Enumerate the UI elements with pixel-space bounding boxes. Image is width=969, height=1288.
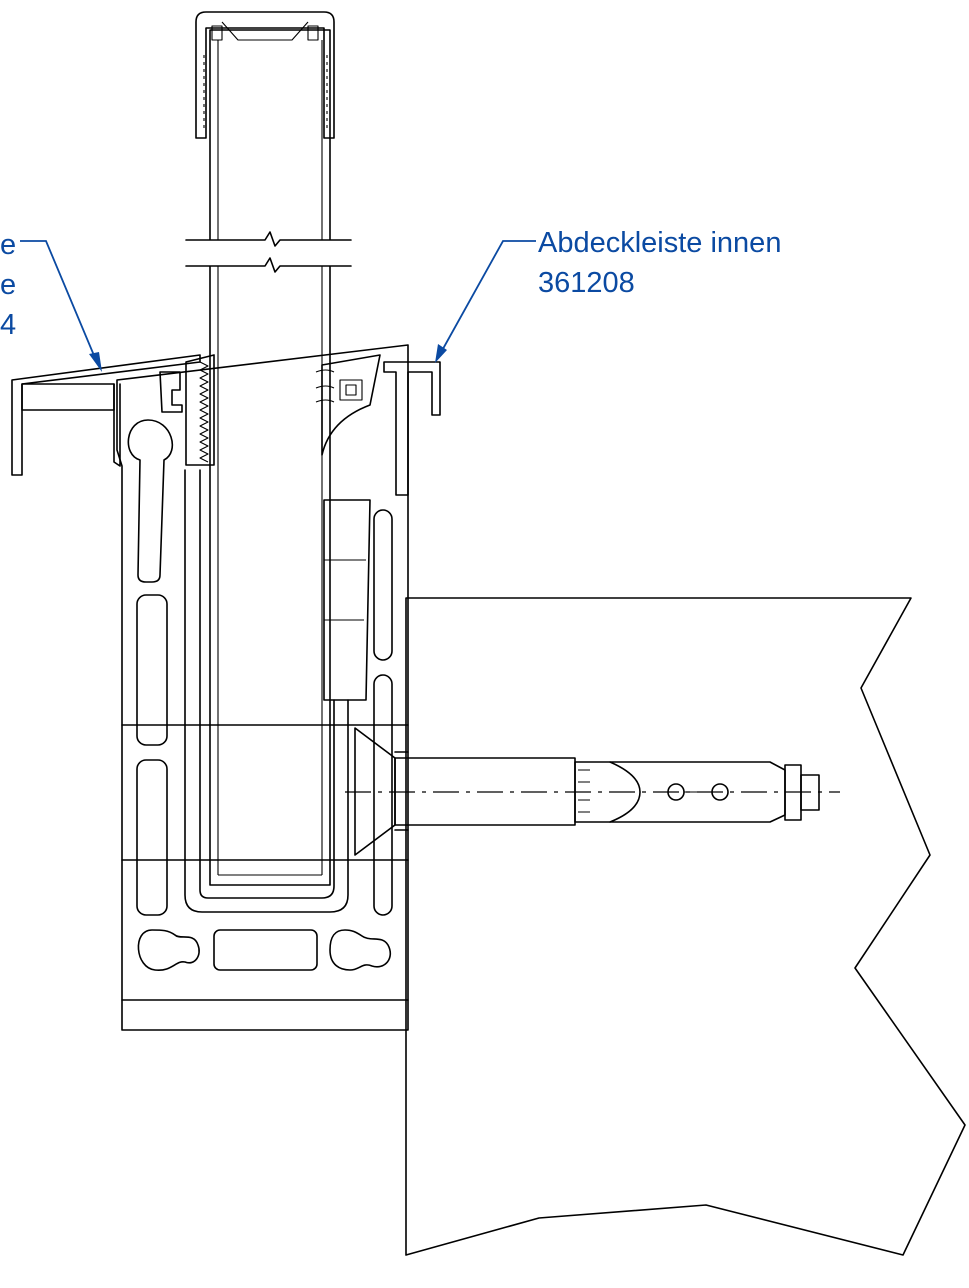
wall-substrate (405, 597, 966, 1256)
post-profile-outline (116, 344, 409, 1031)
break-line-lower (185, 257, 352, 273)
clamp-wedge-ribs (315, 369, 335, 403)
bottom-hole-left (137, 929, 200, 971)
cover-strip-inner (383, 361, 441, 496)
edge-cap-lip-right (307, 25, 319, 41)
glass-pane (209, 29, 331, 886)
glass-break-mask (186, 240, 351, 266)
inner-channel-inner (199, 469, 335, 899)
cover-strip-outer-chamber (21, 383, 115, 411)
slot-left-1 (136, 594, 168, 746)
edge-cap-detail (221, 21, 309, 41)
label-right-number: 361208 (538, 267, 635, 299)
cover-strip-outer-clip (159, 371, 183, 413)
label-left-line1: e (0, 229, 17, 261)
label-right-title: Abdeckleiste innen (538, 227, 782, 259)
edge-cap-lip-left (211, 25, 223, 41)
slot-left-2 (136, 759, 168, 916)
packing-wedge-lines (324, 559, 366, 621)
break-line-upper (185, 231, 352, 247)
bottom-hole-right (329, 929, 392, 971)
leader-left (20, 240, 99, 366)
label-left-line2: e (0, 269, 17, 301)
slot-right-2 (373, 674, 393, 916)
inner-channel (184, 469, 349, 913)
packing-wedge (323, 499, 371, 701)
glass-edge-cap (195, 11, 335, 139)
slot-right-1 (373, 509, 393, 661)
serration-teeth (199, 361, 209, 463)
leader-left-arrow (89, 352, 102, 372)
clamp-wedge-window (339, 379, 363, 401)
sleeve-knurl (578, 769, 590, 813)
expansion-sleeve (574, 761, 641, 823)
leader-right (438, 240, 536, 357)
leader-right-arrow (435, 344, 447, 363)
label-left-line3: 4 (0, 309, 17, 341)
bottom-hole-center (213, 929, 318, 971)
cover-strip-outer-leg (113, 383, 121, 467)
keyhole-slot (127, 419, 174, 583)
serrated-wedge-left (185, 354, 215, 466)
clamp-wedge-right (321, 354, 381, 456)
